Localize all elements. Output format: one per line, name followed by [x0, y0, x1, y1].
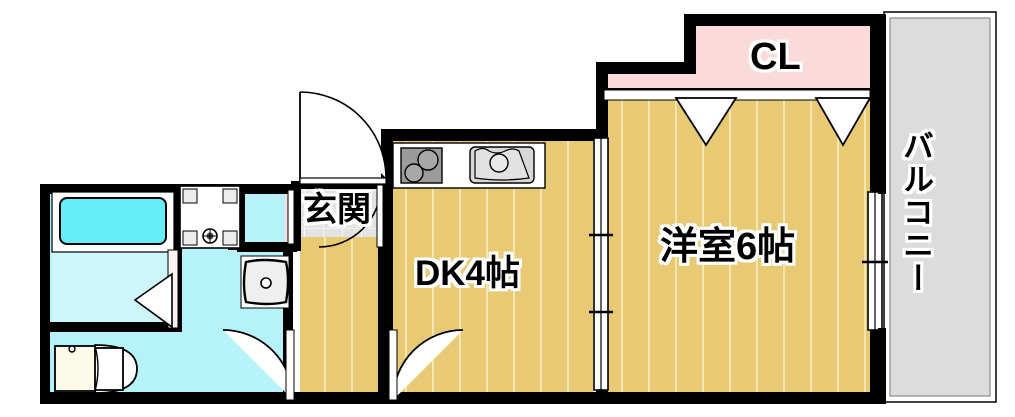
entrance-swing-door[interactable] [299, 91, 387, 185]
washitsu-floor [600, 95, 878, 400]
genkan-floor [300, 185, 378, 237]
closet-folding-door-left [674, 97, 738, 147]
room-label-genkan: 玄関 [301, 191, 374, 230]
kitchen-counter [392, 142, 546, 189]
dk-bedroom-sliding-door[interactable] [589, 137, 613, 391]
room-label-balcony: バルコニー [896, 128, 936, 298]
gas-stove [400, 147, 443, 184]
balcony-wall-edge [878, 14, 886, 404]
toilet [54, 344, 138, 394]
genkan-inner-door[interactable] [318, 184, 384, 248]
room-label-dk: DK4帖 [412, 254, 522, 294]
kitchen-sink [469, 146, 535, 184]
shoe-closet-door[interactable] [287, 189, 295, 245]
closet-floor [600, 18, 878, 95]
closet-folding-door-right [814, 97, 872, 147]
washing-machine-pan [179, 185, 241, 249]
dk-swing-door[interactable] [388, 329, 464, 401]
room-label-washitsu: 洋室6帖 [657, 226, 797, 269]
closet-folding-doors[interactable] [603, 89, 872, 147]
hallway-floor [300, 235, 378, 401]
washbasin [240, 255, 290, 309]
bathroom-folding-door[interactable] [133, 249, 179, 329]
bathtub [51, 191, 175, 253]
balcony-area [883, 11, 997, 403]
room-label-closet: CL [748, 36, 804, 79]
balcony-sliding-door[interactable] [862, 191, 888, 331]
hallway-swing-door[interactable] [222, 329, 295, 401]
